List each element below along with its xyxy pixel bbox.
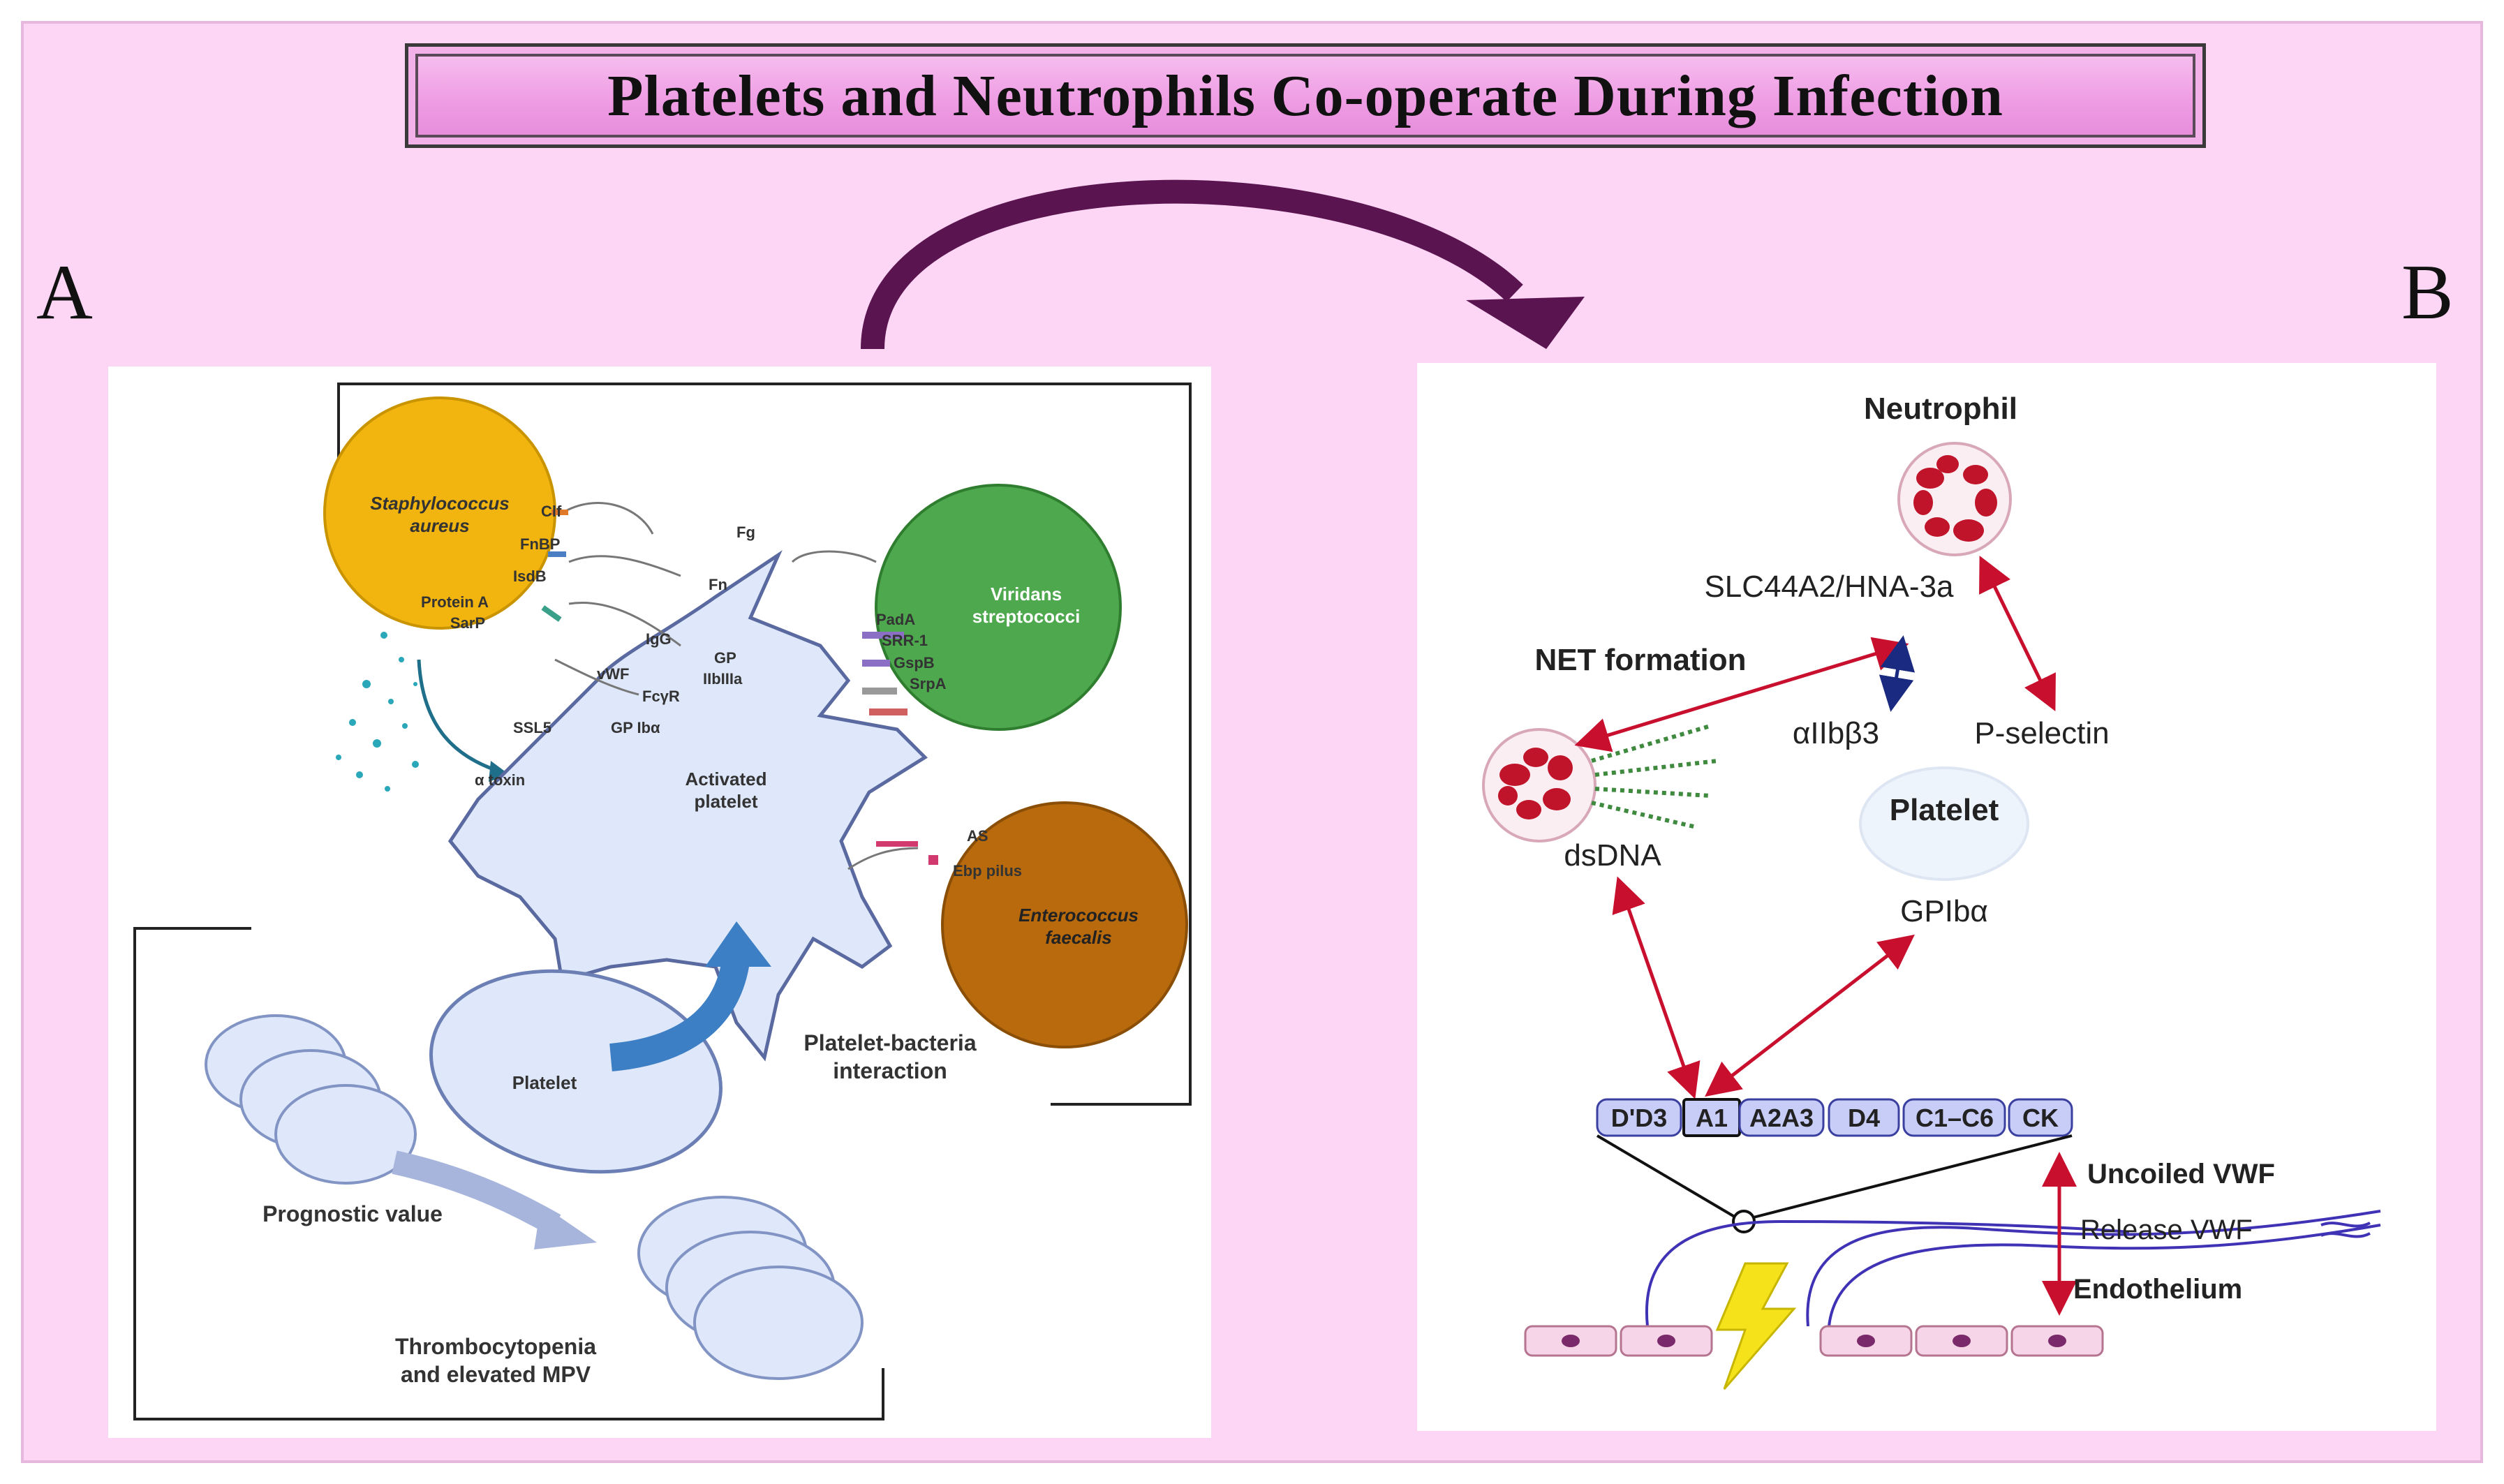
staph-label-2: aureus — [410, 515, 469, 536]
upper-bracket — [337, 383, 1192, 1106]
fcgr-label: FcγR — [642, 688, 680, 705]
srpa-label: SrpA — [910, 675, 947, 692]
pselectin-label: P-selectin — [1974, 716, 2109, 750]
vwf-domain-c1c6 — [1902, 1098, 2006, 1137]
break-symbol — [2320, 1222, 2371, 1238]
net-slc-arrow — [1574, 637, 1909, 752]
vwf-domain-d4-label: D4 — [1848, 1104, 1880, 1132]
vwf-domain-c1c6-label: C1–C6 — [1916, 1104, 1994, 1132]
activated-platelet — [447, 550, 928, 1062]
entero-label-1: Enterococcus — [1018, 905, 1139, 926]
ebp-pilus-label: Ebp pilus — [953, 862, 1022, 880]
alpha-toxin-arrow — [417, 659, 500, 773]
pada-label: PadA — [876, 611, 915, 628]
platelet-stack-left — [205, 1014, 417, 1185]
curve-arrow-body — [861, 179, 1523, 350]
net-neutrophil-cell — [1482, 728, 1597, 843]
thrombo-label-1: Thrombocytopenia — [395, 1334, 596, 1359]
clf-label: Clf — [541, 503, 562, 520]
neutrophil-pselectin-arrow — [1979, 556, 2056, 711]
vwf-domain-a2a3 — [1738, 1098, 1825, 1137]
panel-a: Staphylococcus aureus Viridans streptoco… — [108, 366, 1211, 1438]
vwf-domain-ck-label: CK — [2022, 1104, 2059, 1132]
srr1-label: SRR-1 — [882, 632, 928, 649]
panel-b-letter: B — [2401, 249, 2454, 336]
curve-arrow-head — [1466, 297, 1585, 349]
resting-platelet — [429, 969, 723, 1174]
uncoiled-vwf-label: Uncoiled VWF — [2087, 1159, 2275, 1189]
endothelium-cells — [1524, 1325, 2104, 1357]
panel-b: Neutrophil SLC44A2/HNA-3a NET formation — [1417, 363, 2436, 1431]
slc-aiib-arrow — [1879, 635, 1916, 712]
net-formation-label: NET formation — [1534, 643, 1746, 677]
figure-title: Platelets and Neutrophils Co-operate Dur… — [607, 63, 2003, 128]
viridans-label-2: streptococci — [972, 606, 1081, 627]
interaction-connectors — [554, 502, 919, 870]
gpib-label: GPIbα — [1900, 894, 1988, 928]
fg-label: Fg — [736, 524, 755, 541]
neutrophil-nucleus — [1913, 455, 1997, 542]
viridans-streptococci-cell — [875, 484, 1122, 731]
interaction-label-2: interaction — [833, 1058, 947, 1083]
viridans-label-1: Viridans — [991, 584, 1062, 604]
alpha-toxin-dots — [336, 632, 419, 792]
vwf-domain-dd3 — [1596, 1098, 1682, 1137]
net-neutrophil-nucleus — [1498, 748, 1573, 819]
lightning-bolt-icon — [1715, 1262, 1797, 1390]
gp-iibiiia-label-1: GP — [714, 649, 736, 667]
gp-iibiiia-label-2: IIbIIIa — [703, 670, 743, 688]
enterococcus-faecalis-cell — [941, 801, 1188, 1048]
gspb-label: GspB — [894, 654, 935, 671]
dsdna-a1-arrow — [1612, 876, 1701, 1099]
interaction-label-1: Platelet-bacteria — [803, 1030, 976, 1055]
vwf-domain-a1-label: A1 — [1696, 1104, 1728, 1132]
fnbp-label: FnBP — [520, 535, 560, 553]
protein-a-label: Protein A — [421, 593, 489, 611]
neutrophil-title: Neutrophil — [1864, 392, 2017, 426]
zoom-line-left — [1596, 1134, 1738, 1219]
staph-label-1: Staphylococcus — [370, 493, 509, 514]
panel-b-illustration: Neutrophil SLC44A2/HNA-3a NET formation — [1482, 392, 2381, 1390]
platelet-cell — [1859, 766, 2029, 881]
prognostic-arrow — [392, 1150, 561, 1236]
vwf-domain-d4 — [1828, 1098, 1900, 1137]
platelet-stack-right — [637, 1196, 864, 1380]
panel-a-letter: A — [36, 249, 93, 336]
lower-bracket — [133, 927, 884, 1420]
endothelium-label: Endothelium — [2073, 1274, 2242, 1305]
vwf-domain-dd3-label: D'D3 — [1611, 1104, 1668, 1132]
resting-platelet-label: Platelet — [512, 1072, 577, 1093]
prognostic-label: Prognostic value — [262, 1201, 443, 1226]
zoom-line-right — [1750, 1134, 2073, 1219]
fn-label: Fn — [709, 576, 727, 593]
thrombo-label-2: and elevated MPV — [401, 1362, 591, 1387]
activated-platelet-label-2: platelet — [694, 791, 757, 812]
net-dna-strands — [1591, 724, 1718, 829]
gp-iba-label: GP Ibα — [611, 719, 660, 736]
dsdna-label: dsDNA — [1564, 838, 1661, 873]
entero-label-2: faecalis — [1045, 927, 1111, 948]
activation-arrow — [609, 954, 750, 1071]
release-vwf-label: Release VWF — [2080, 1215, 2253, 1245]
isdb-label: IsdB — [513, 567, 547, 585]
receptor-markers — [541, 510, 938, 865]
as-label: AS — [967, 827, 988, 845]
vwf-domain-a2a3-label: A2A3 — [1749, 1104, 1814, 1132]
aiib-label: αIIbβ3 — [1793, 716, 1879, 750]
gpib-a1-arrow — [1705, 934, 1915, 1097]
vwf-label: vWF — [597, 665, 629, 683]
vwf-domains: D'D3 A1 A2A3 D4 C1–C6 CK — [1596, 1098, 2073, 1137]
activated-platelet-label-1: Activated — [685, 769, 766, 789]
ssl5-label: SSL5 — [513, 719, 551, 736]
platelet-label: Platelet — [1890, 793, 1999, 827]
slc-label: SLC44A2/HNA-3a — [1704, 570, 1954, 604]
title-banner: Platelets and Neutrophils Co-operate Dur… — [405, 43, 2206, 148]
panel-a-illustration: Staphylococcus aureus Viridans streptoco… — [133, 383, 1192, 1420]
sarp-label: SarP — [450, 614, 485, 632]
vwf-domain-ck — [2008, 1098, 2073, 1137]
igg-label: IgG — [646, 630, 672, 648]
alpha-toxin-label: α toxin — [475, 771, 525, 789]
